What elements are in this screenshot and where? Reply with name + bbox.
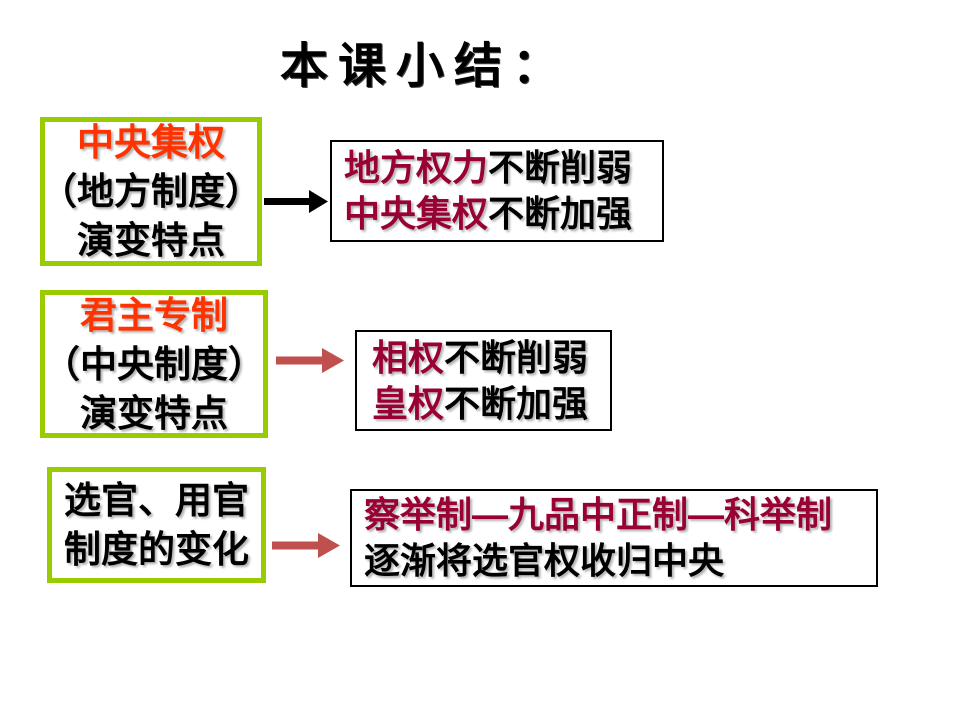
topic-line: 选官、用官 bbox=[64, 480, 249, 521]
result-emphasis: 察举制—九品中正制—科举制 bbox=[364, 494, 833, 535]
result-rest: 不断削弱 bbox=[488, 147, 633, 188]
slide-title: 本课小结： bbox=[279, 38, 570, 94]
result-line: 逐渐将选官权收归中央 bbox=[364, 538, 876, 584]
result-line: 地方权力不断削弱 bbox=[344, 145, 662, 191]
result-rest: 不断加强 bbox=[444, 382, 589, 424]
result-line: 相权不断削弱 bbox=[372, 335, 610, 381]
result-emphasis: 地方权力 bbox=[344, 147, 489, 188]
topic-line: （中央制度） bbox=[43, 343, 265, 385]
result-rest: 不断加强 bbox=[488, 193, 633, 234]
right-arrow-3 bbox=[272, 533, 340, 558]
result-line: 中央集权不断加强 bbox=[344, 191, 662, 237]
result-emphasis: 中央集权 bbox=[344, 193, 489, 234]
result-box-central-power: 地方权力不断削弱 中央集权不断加强 bbox=[330, 140, 664, 242]
right-arrow-1 bbox=[264, 190, 328, 213]
topic-line: 中央集权 bbox=[77, 122, 225, 163]
topic-line: 君主专制 bbox=[80, 294, 228, 336]
topic-box-officials: 选官、用官 制度的变化 bbox=[47, 467, 266, 583]
topic-line: 制度的变化 bbox=[64, 529, 249, 570]
result-line: 察举制—九品中正制—科举制 bbox=[364, 492, 876, 538]
topic-line: （地方制度） bbox=[40, 171, 262, 212]
result-emphasis: 相权 bbox=[372, 336, 445, 378]
result-rest: 逐渐将选官权收归中央 bbox=[364, 540, 725, 581]
result-line: 皇权不断加强 bbox=[372, 381, 610, 427]
result-rest: 不断削弱 bbox=[444, 336, 589, 378]
right-arrow-2 bbox=[276, 348, 344, 373]
result-emphasis: 皇权 bbox=[372, 382, 445, 424]
topic-box-monarchy: 君主专制 （中央制度） 演变特点 bbox=[40, 290, 268, 438]
topic-line: 演变特点 bbox=[77, 220, 225, 261]
topic-line: 演变特点 bbox=[80, 392, 228, 434]
result-box-officials: 察举制—九品中正制—科举制 逐渐将选官权收归中央 bbox=[350, 489, 878, 587]
topic-box-central-power: 中央集权 （地方制度） 演变特点 bbox=[40, 117, 262, 266]
result-box-monarchy: 相权不断削弱 皇权不断加强 bbox=[355, 330, 612, 431]
